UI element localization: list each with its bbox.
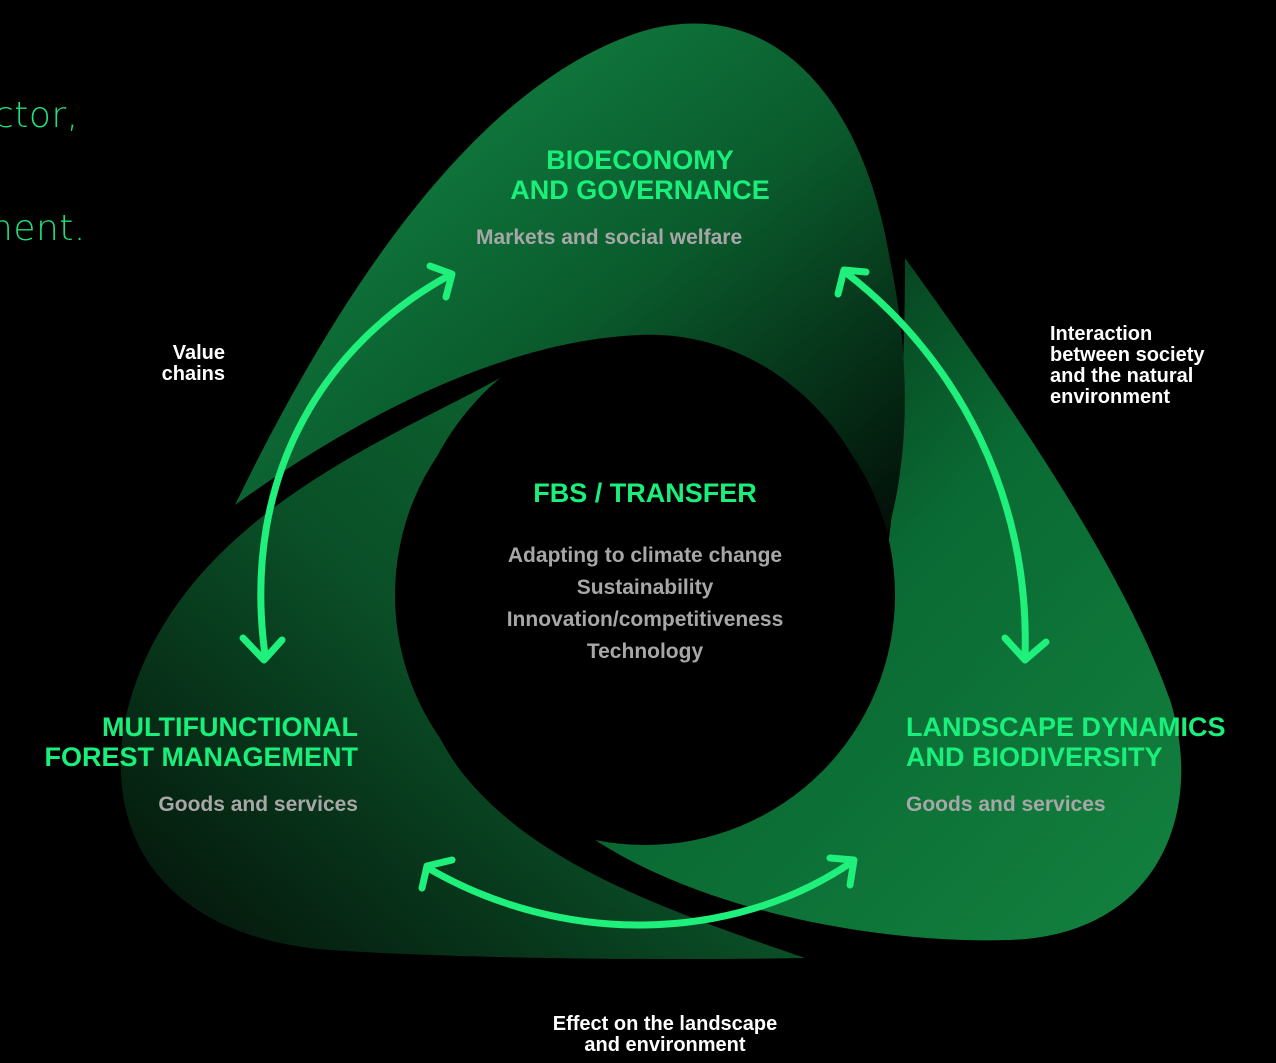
value-chains-label: Value chains: [120, 343, 225, 385]
center-item: Technology: [586, 640, 704, 663]
left-node-title-line-1: MULTIFUNCTIONAL: [102, 712, 358, 742]
interaction-label: Interaction between society and the natu…: [1050, 324, 1270, 408]
center-title: FBS / TRANSFER: [533, 478, 757, 508]
center-circle: [395, 345, 895, 845]
right-node-title: LANDSCAPE DYNAMICS AND BIODIVERSITY: [906, 712, 1266, 772]
interaction-label-line-3: and the natural: [1050, 365, 1194, 387]
right-lobe-shape: [540, 258, 1182, 941]
right-node-title-line-1: LANDSCAPE DYNAMICS: [906, 712, 1226, 742]
center-item: Sustainability: [576, 576, 714, 599]
left-lobe-shape: [120, 378, 805, 960]
value-chains-arrow: [239, 262, 456, 664]
value-chains-label-line-1: Value: [172, 342, 225, 364]
center-item-list: Adapting to climate change Sustainabilit…: [470, 540, 820, 668]
background-text-line-1: ctor,: [0, 95, 79, 136]
center-item: Innovation/competitiveness: [506, 608, 784, 631]
effect-label-line-1: Effect on the landscape: [552, 1013, 778, 1035]
value-chains-label-line-2: chains: [161, 363, 225, 385]
top-node-title-line-2: AND GOVERNANCE: [510, 175, 770, 205]
left-node-title-line-2: FOREST MANAGEMENT: [44, 742, 359, 772]
effect-label: Effect on the landscape and environment: [500, 1014, 830, 1056]
right-node-title-line-2: AND BIODIVERSITY: [906, 742, 1163, 772]
top-lobe-shape: [235, 23, 905, 540]
background-text-line-2: nent.: [0, 208, 86, 249]
interaction-label-line-4: environment: [1050, 386, 1171, 408]
top-node-title-line-1: BIOECONOMY: [546, 145, 734, 175]
effect-arrow: [418, 854, 858, 929]
interaction-arrow: [834, 266, 1050, 664]
left-node-title: MULTIFUNCTIONAL FOREST MANAGEMENT: [14, 712, 359, 772]
interaction-label-line-2: between society: [1050, 344, 1205, 366]
top-node-subtitle: Markets and social welfare: [476, 226, 743, 249]
right-node-subtitle: Goods and services: [906, 793, 1106, 816]
center-item: Adapting to climate change: [507, 544, 783, 567]
interaction-label-line-1: Interaction: [1050, 323, 1153, 345]
top-node-title: BIOECONOMY AND GOVERNANCE: [490, 145, 790, 205]
left-node-subtitle: Goods and services: [158, 793, 358, 816]
effect-label-line-2: and environment: [584, 1034, 746, 1056]
